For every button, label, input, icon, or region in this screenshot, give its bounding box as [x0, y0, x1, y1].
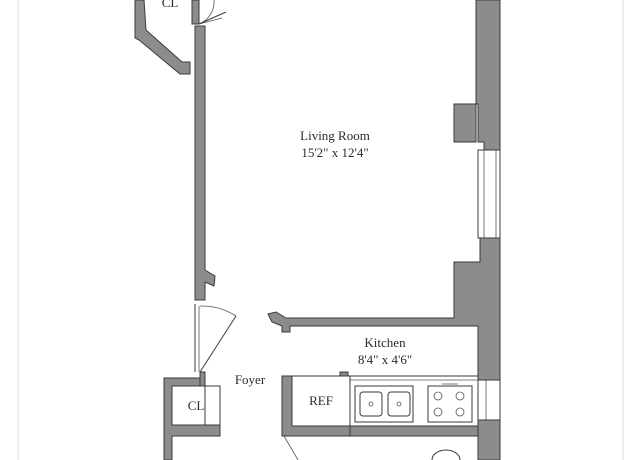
- burner-3: [433, 407, 443, 417]
- foyer-name: Foyer: [234, 372, 266, 387]
- sink-basin-left: [359, 391, 383, 417]
- kitchen-name: Kitchen: [364, 335, 406, 350]
- closet-top-door: [198, 11, 227, 25]
- burner-4: [455, 407, 465, 417]
- kitchen-window: [477, 379, 501, 421]
- closet-top-wall: [134, 0, 191, 75]
- living-room-name: Living Room: [300, 128, 370, 143]
- kitchen-stove: [427, 385, 473, 423]
- refrigerator-label: REF: [309, 393, 333, 408]
- sink-drain-left: [368, 401, 374, 407]
- closet-top-label: CL: [161, 0, 179, 10]
- burner-2: [455, 391, 465, 401]
- living-west-wall: [194, 25, 216, 301]
- closet-bottom-shelf: [204, 385, 221, 426]
- kitchen-east-wall: [477, 419, 501, 460]
- living-east-wall-upper: [453, 0, 501, 151]
- bath-fixture: [431, 449, 461, 460]
- kitchen-south-wall: [349, 425, 479, 437]
- kitchen-dims: 8'4" x 4'6": [357, 352, 413, 367]
- kitchen-door-lower: [283, 435, 299, 460]
- living-window: [477, 149, 501, 239]
- foyer-door-swing: [199, 305, 237, 317]
- living-room-dims: 15'2" x 12'4": [301, 145, 369, 160]
- kitchen-stub: [339, 371, 349, 377]
- closet-bottom-jamb: [199, 371, 206, 387]
- closet-bottom-label: CL: [187, 398, 205, 413]
- sink-basin-right: [387, 391, 411, 417]
- sink-drain-right: [396, 401, 402, 407]
- foyer-door: [199, 315, 237, 373]
- burner-1: [433, 391, 443, 401]
